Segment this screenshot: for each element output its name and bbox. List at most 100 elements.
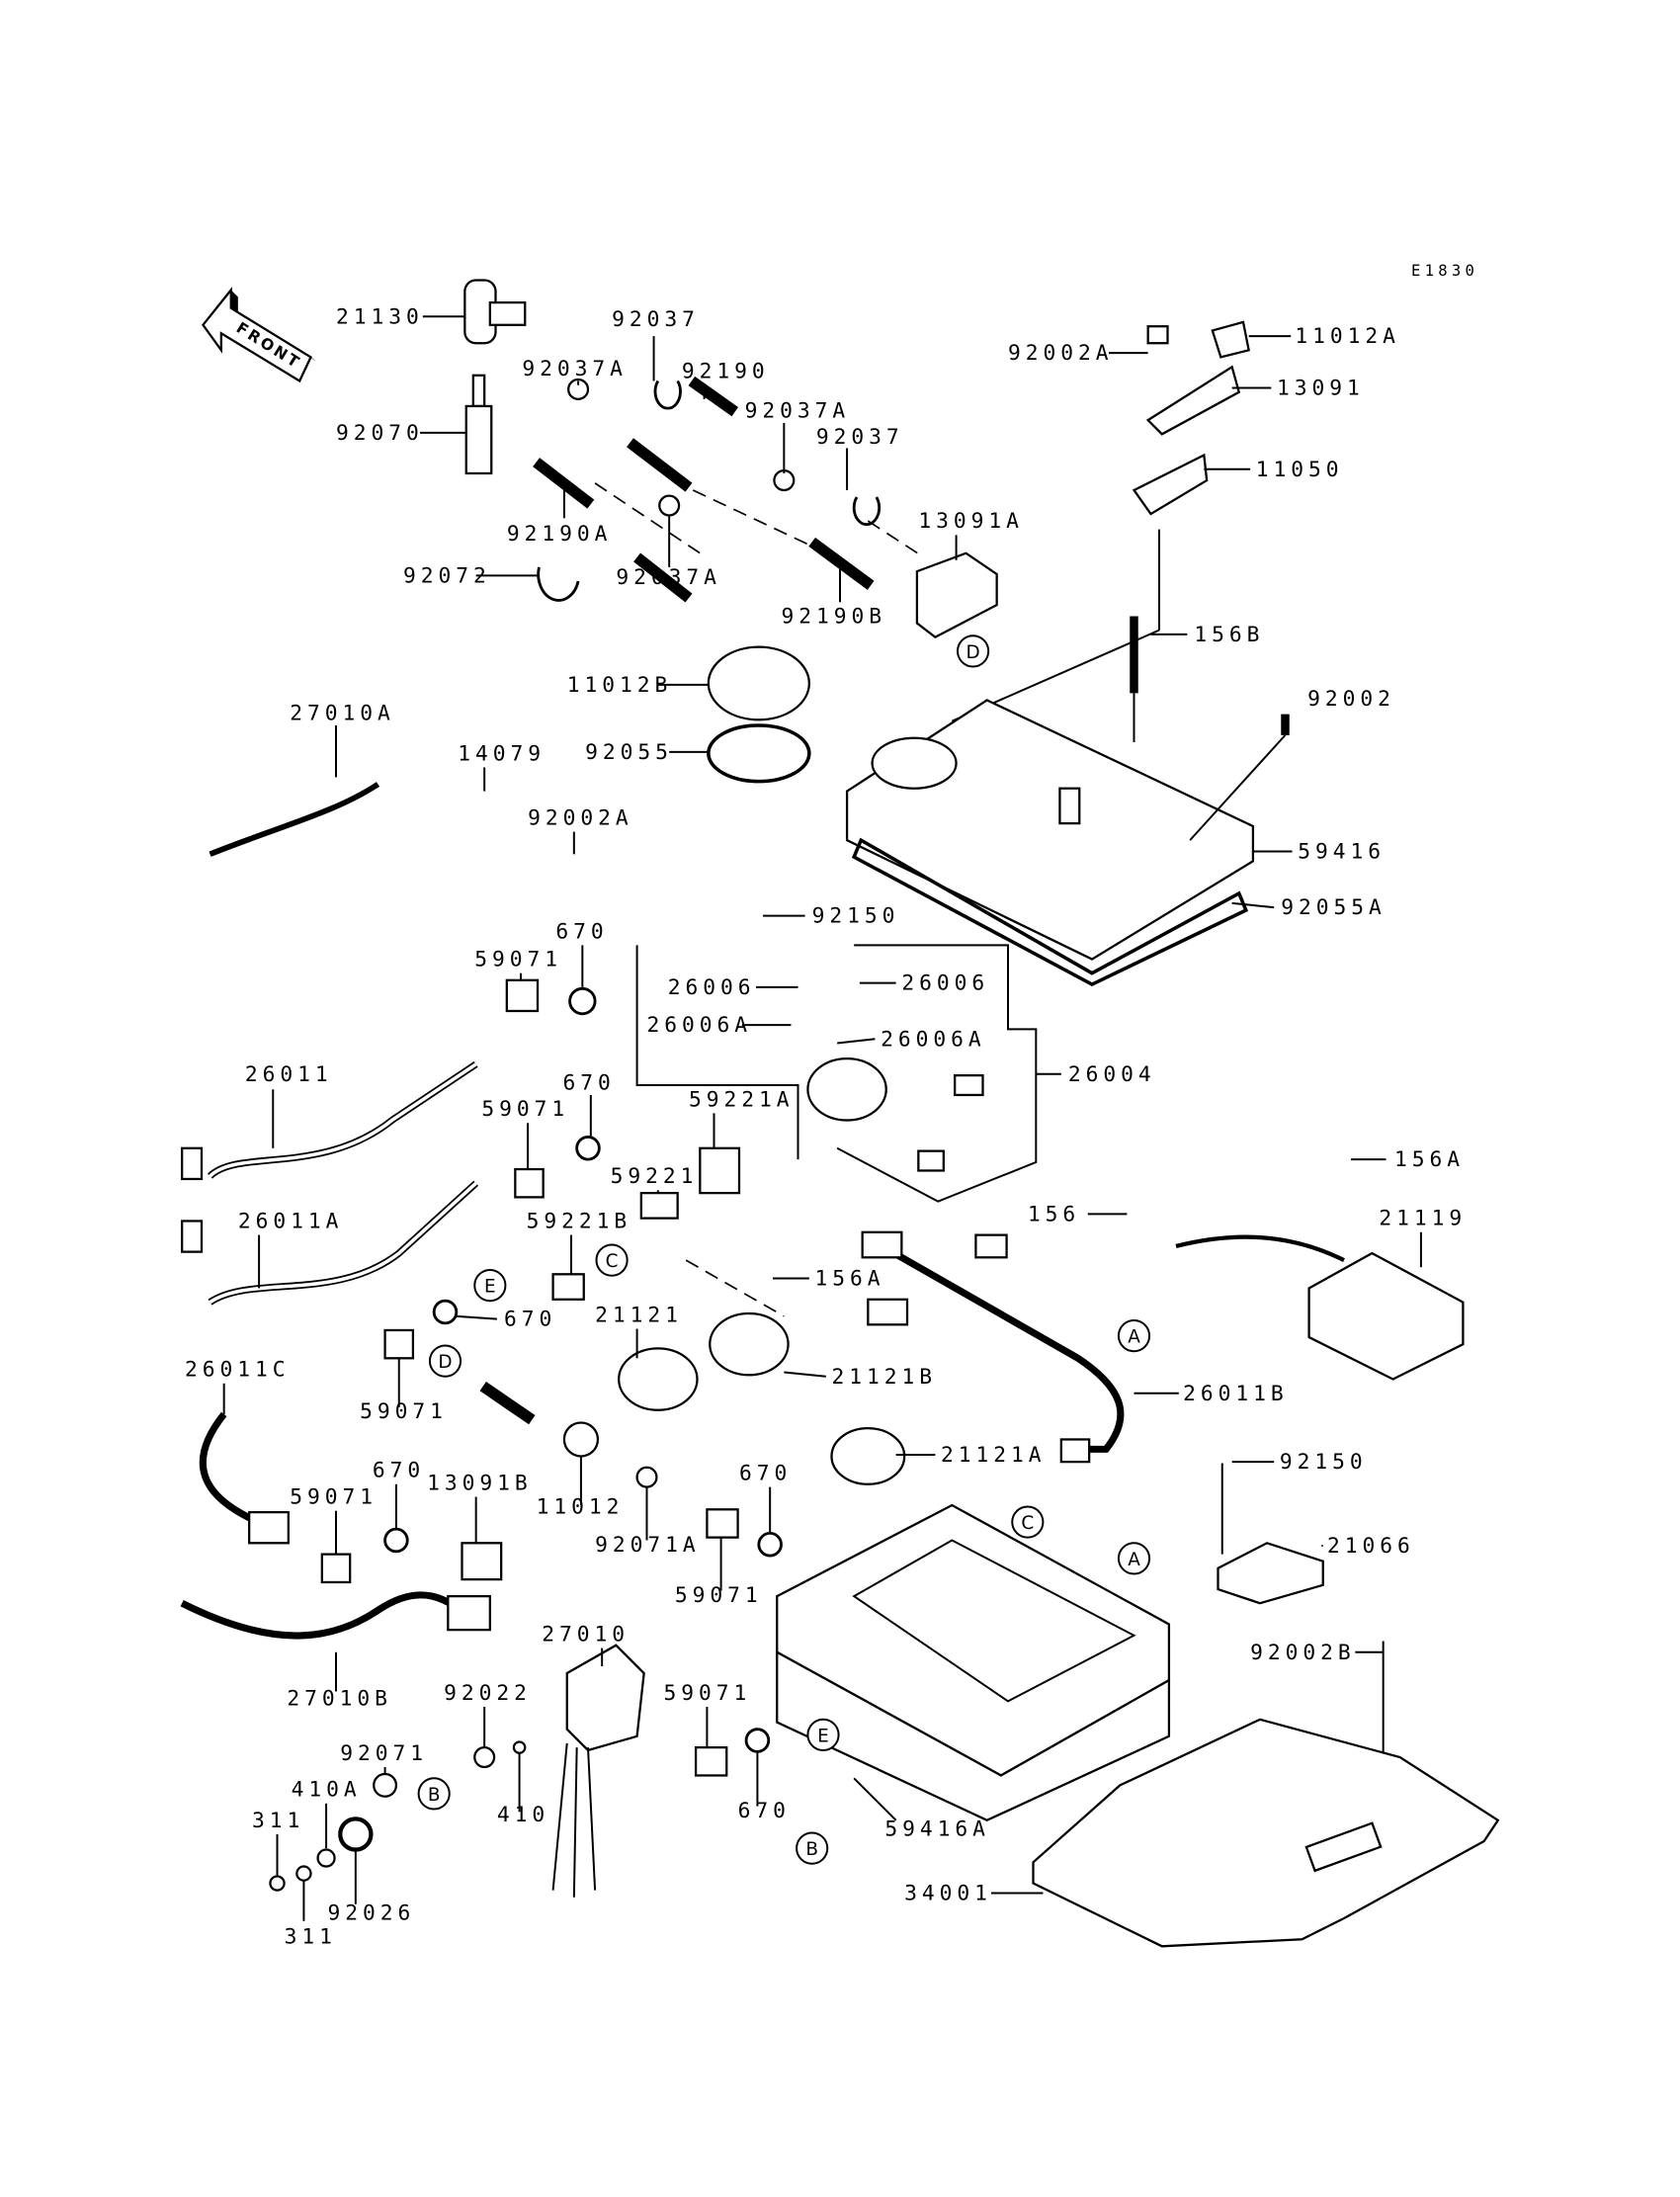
part-callout-92150: 92150 [1280,1450,1368,1475]
part-callout-670: 670 [373,1459,425,1483]
spark-plug-92070 [471,374,486,408]
leader-line [853,1777,897,1821]
part-callout-59071: 59071 [360,1399,448,1424]
reference-letter-A: A [1128,1327,1140,1348]
reference-letter-E: E [817,1726,829,1746]
part-callout-670: 670 [739,1462,792,1486]
part-callout-13091B: 13091B [427,1471,533,1495]
part-callout-92071A: 92071A [595,1533,701,1558]
reference-circle [957,634,990,668]
leader-line [455,1314,497,1320]
reference-circle [428,1344,462,1378]
part-callout-92071: 92071 [340,1741,428,1766]
part-callout-34001: 34001 [904,1882,992,1906]
reference-letter-B: B [805,1839,818,1860]
part-callout-11012: 11012 [537,1495,625,1520]
part-callout-156: 156 [1028,1202,1080,1226]
diagram-reference: E1830 [1411,262,1478,280]
part-callout-27010: 27010 [542,1622,630,1647]
part-callout-92002A: 92002A [1008,341,1114,366]
part-callout-92022: 92022 [444,1681,532,1706]
reference-letter-E: E [484,1277,496,1298]
part-callout-92037: 92037 [612,307,700,332]
reference-circle [806,1718,840,1751]
part-callout-21119: 21119 [1379,1207,1467,1231]
part-callout-26011A: 26011A [238,1210,344,1234]
leader-line [1231,901,1275,909]
part-callout-410: 410 [497,1803,549,1827]
part-callout-21066: 21066 [1327,1534,1415,1559]
reference-letter-A: A [1128,1550,1140,1570]
part-callout-92026: 92026 [328,1901,416,1925]
box-21119 [1307,1251,1465,1381]
part-callout-59071: 59071 [675,1583,763,1608]
reference-circle [417,1777,451,1811]
part-callout-311: 311 [285,1924,337,1949]
part-callout-26006A: 26006A [881,1027,986,1052]
reference-circle [1011,1505,1045,1539]
leader-line [837,1038,876,1045]
part-callout-11012B: 11012B [567,673,673,698]
part-callout-92037A: 92037A [616,565,721,590]
part-callout-26011C: 26011C [185,1358,291,1383]
reference-letter-C: C [1021,1513,1034,1534]
part-callout-26006A: 26006A [647,1013,753,1038]
part-callout-13091A: 13091A [918,509,1024,534]
part-callout-670: 670 [563,1070,616,1095]
reference-letter-C: C [606,1251,619,1272]
part-callout-26006: 26006 [901,972,989,996]
part-callout-156A: 156A [1394,1147,1465,1172]
part-callout-26006: 26006 [668,975,756,1000]
leader-line [784,1371,826,1378]
part-callout-92055A: 92055A [1281,895,1386,920]
part-callout-27010A: 27010A [290,701,395,725]
front-arrow-icon: FRONT [201,287,317,383]
part-callout-26011: 26011 [245,1062,333,1087]
part-callout-670: 670 [555,919,608,944]
plate-34001 [1032,1718,1500,1948]
part-callout-21121A: 21121A [941,1443,1047,1468]
part-callout-11012A: 11012A [1295,324,1400,349]
part-callout-21130: 21130 [336,304,424,329]
reference-circle [595,1243,629,1277]
part-callout-21121: 21121 [595,1303,683,1327]
part-callout-59416: 59416 [1298,840,1386,865]
part-callout-59071: 59071 [290,1485,378,1510]
part-callout-59071: 59071 [481,1097,569,1122]
part-callout-92070: 92070 [336,421,424,446]
part-callout-92150: 92150 [812,904,900,929]
part-callout-59221B: 59221B [527,1210,632,1234]
reference-circle [796,1831,829,1865]
reference-letter-D: D [438,1352,452,1373]
part-callout-670: 670 [504,1308,556,1332]
part-callout-59221: 59221 [611,1164,699,1189]
part-callout-92037A: 92037A [745,398,851,423]
reference-circle [1117,1542,1151,1575]
part-callout-92002: 92002 [1307,687,1395,712]
part-callout-156A: 156A [815,1267,885,1292]
part-callout-670: 670 [738,1799,791,1823]
part-callout-410A: 410A [292,1778,362,1803]
part-callout-92037: 92037 [816,425,904,450]
part-callout-92037A: 92037A [522,357,628,381]
part-callout-311: 311 [252,1809,304,1833]
part-callout-26011B: 26011B [1183,1382,1289,1406]
part-callout-14079: 14079 [458,741,546,766]
part-callout-92002B: 92002B [1250,1641,1356,1665]
reference-circle [1117,1319,1151,1353]
part-callout-92002A: 92002A [528,806,633,831]
part-callout-59221A: 59221A [689,1087,795,1112]
part-callout-156B: 156B [1194,623,1264,647]
part-callout-59071: 59071 [664,1681,752,1706]
part-callout-26004: 26004 [1068,1062,1156,1087]
part-callout-92055: 92055 [585,740,673,765]
part-callout-59416A: 59416A [884,1817,990,1841]
part-callout-59071: 59071 [474,948,562,972]
part-callout-27010B: 27010B [287,1687,392,1712]
part-callout-92190: 92190 [682,360,770,384]
part-callout-92072: 92072 [403,563,491,588]
part-callout-92190A: 92190A [507,522,613,547]
